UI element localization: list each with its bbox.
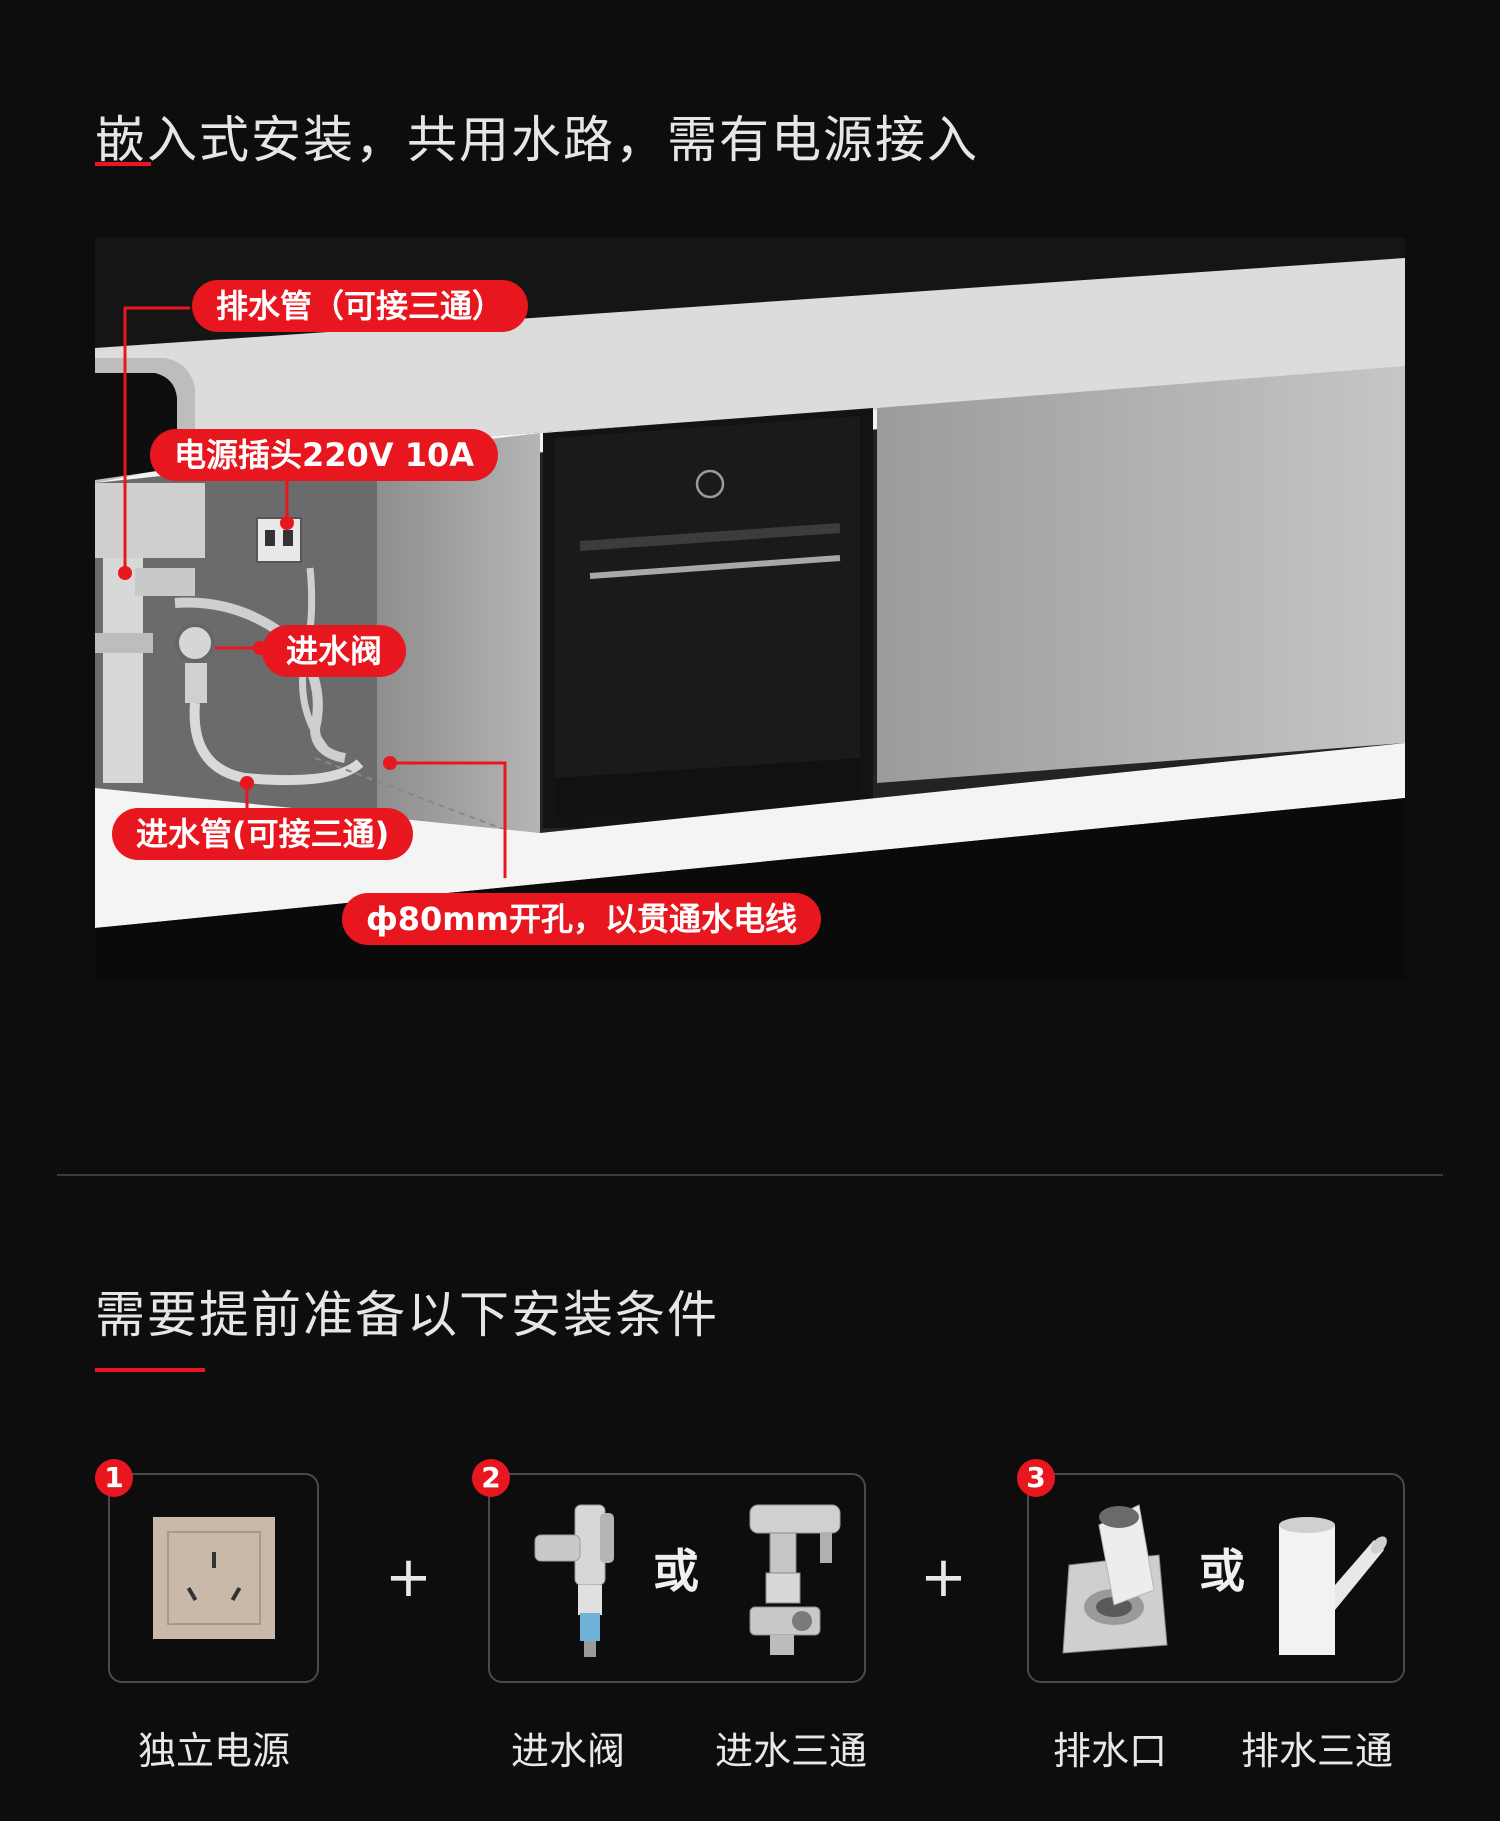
title-underline — [95, 162, 151, 166]
caption-drain-outlet: 排水口 — [1052, 1729, 1167, 1773]
step-number-3: 3 — [1017, 1459, 1055, 1497]
or-text-inlet: 或 — [653, 1544, 699, 1598]
caption-inlet-valve: 进水阀 — [510, 1729, 625, 1773]
label-hole: ф80mm开孔，以贯通水电线 — [342, 893, 821, 945]
requirement-card-power — [108, 1473, 319, 1683]
section-divider — [57, 1174, 1443, 1176]
drain-tee-icon — [1279, 1517, 1387, 1655]
wall-socket-icon — [153, 1517, 275, 1639]
plus-sign-1: + — [385, 1545, 432, 1610]
floor-drain-icon — [1062, 1504, 1168, 1654]
section-title-installation: 嵌入式安装，共用水路，需有电源接入 — [95, 111, 979, 169]
caption-drain-tee: 排水三通 — [1240, 1729, 1393, 1773]
label-inlet-pipe: 进水管(可接三通) — [112, 808, 414, 860]
label-drain-pipe: 排水管（可接三通） — [192, 280, 529, 332]
caption-inlet-tee: 进水三通 — [714, 1729, 867, 1773]
step-number-2: 2 — [472, 1459, 510, 1497]
title-underline-2 — [95, 1368, 205, 1372]
three-way-valve-icon — [749, 1504, 841, 1655]
label-power-plug: 电源插头220V 10A — [150, 429, 499, 481]
caption-power: 独立电源 — [137, 1729, 290, 1773]
label-inlet-valve: 进水阀 — [262, 625, 407, 677]
requirement-card-drain: 或 — [1027, 1473, 1405, 1683]
angle-valve-icon — [534, 1504, 614, 1657]
kitchen-scene-illustration — [95, 238, 1405, 980]
section-title-requirements: 需要提前准备以下安装条件 — [95, 1286, 719, 1344]
step-number-1: 1 — [95, 1459, 133, 1497]
plus-sign-2: + — [920, 1545, 967, 1610]
installation-diagram: 排水管（可接三通） 电源插头220V 10A 进水阀 进水管(可接三通) ф80… — [95, 238, 1405, 980]
or-text-drain: 或 — [1199, 1544, 1245, 1598]
requirement-card-inlet: 或 — [488, 1473, 866, 1683]
